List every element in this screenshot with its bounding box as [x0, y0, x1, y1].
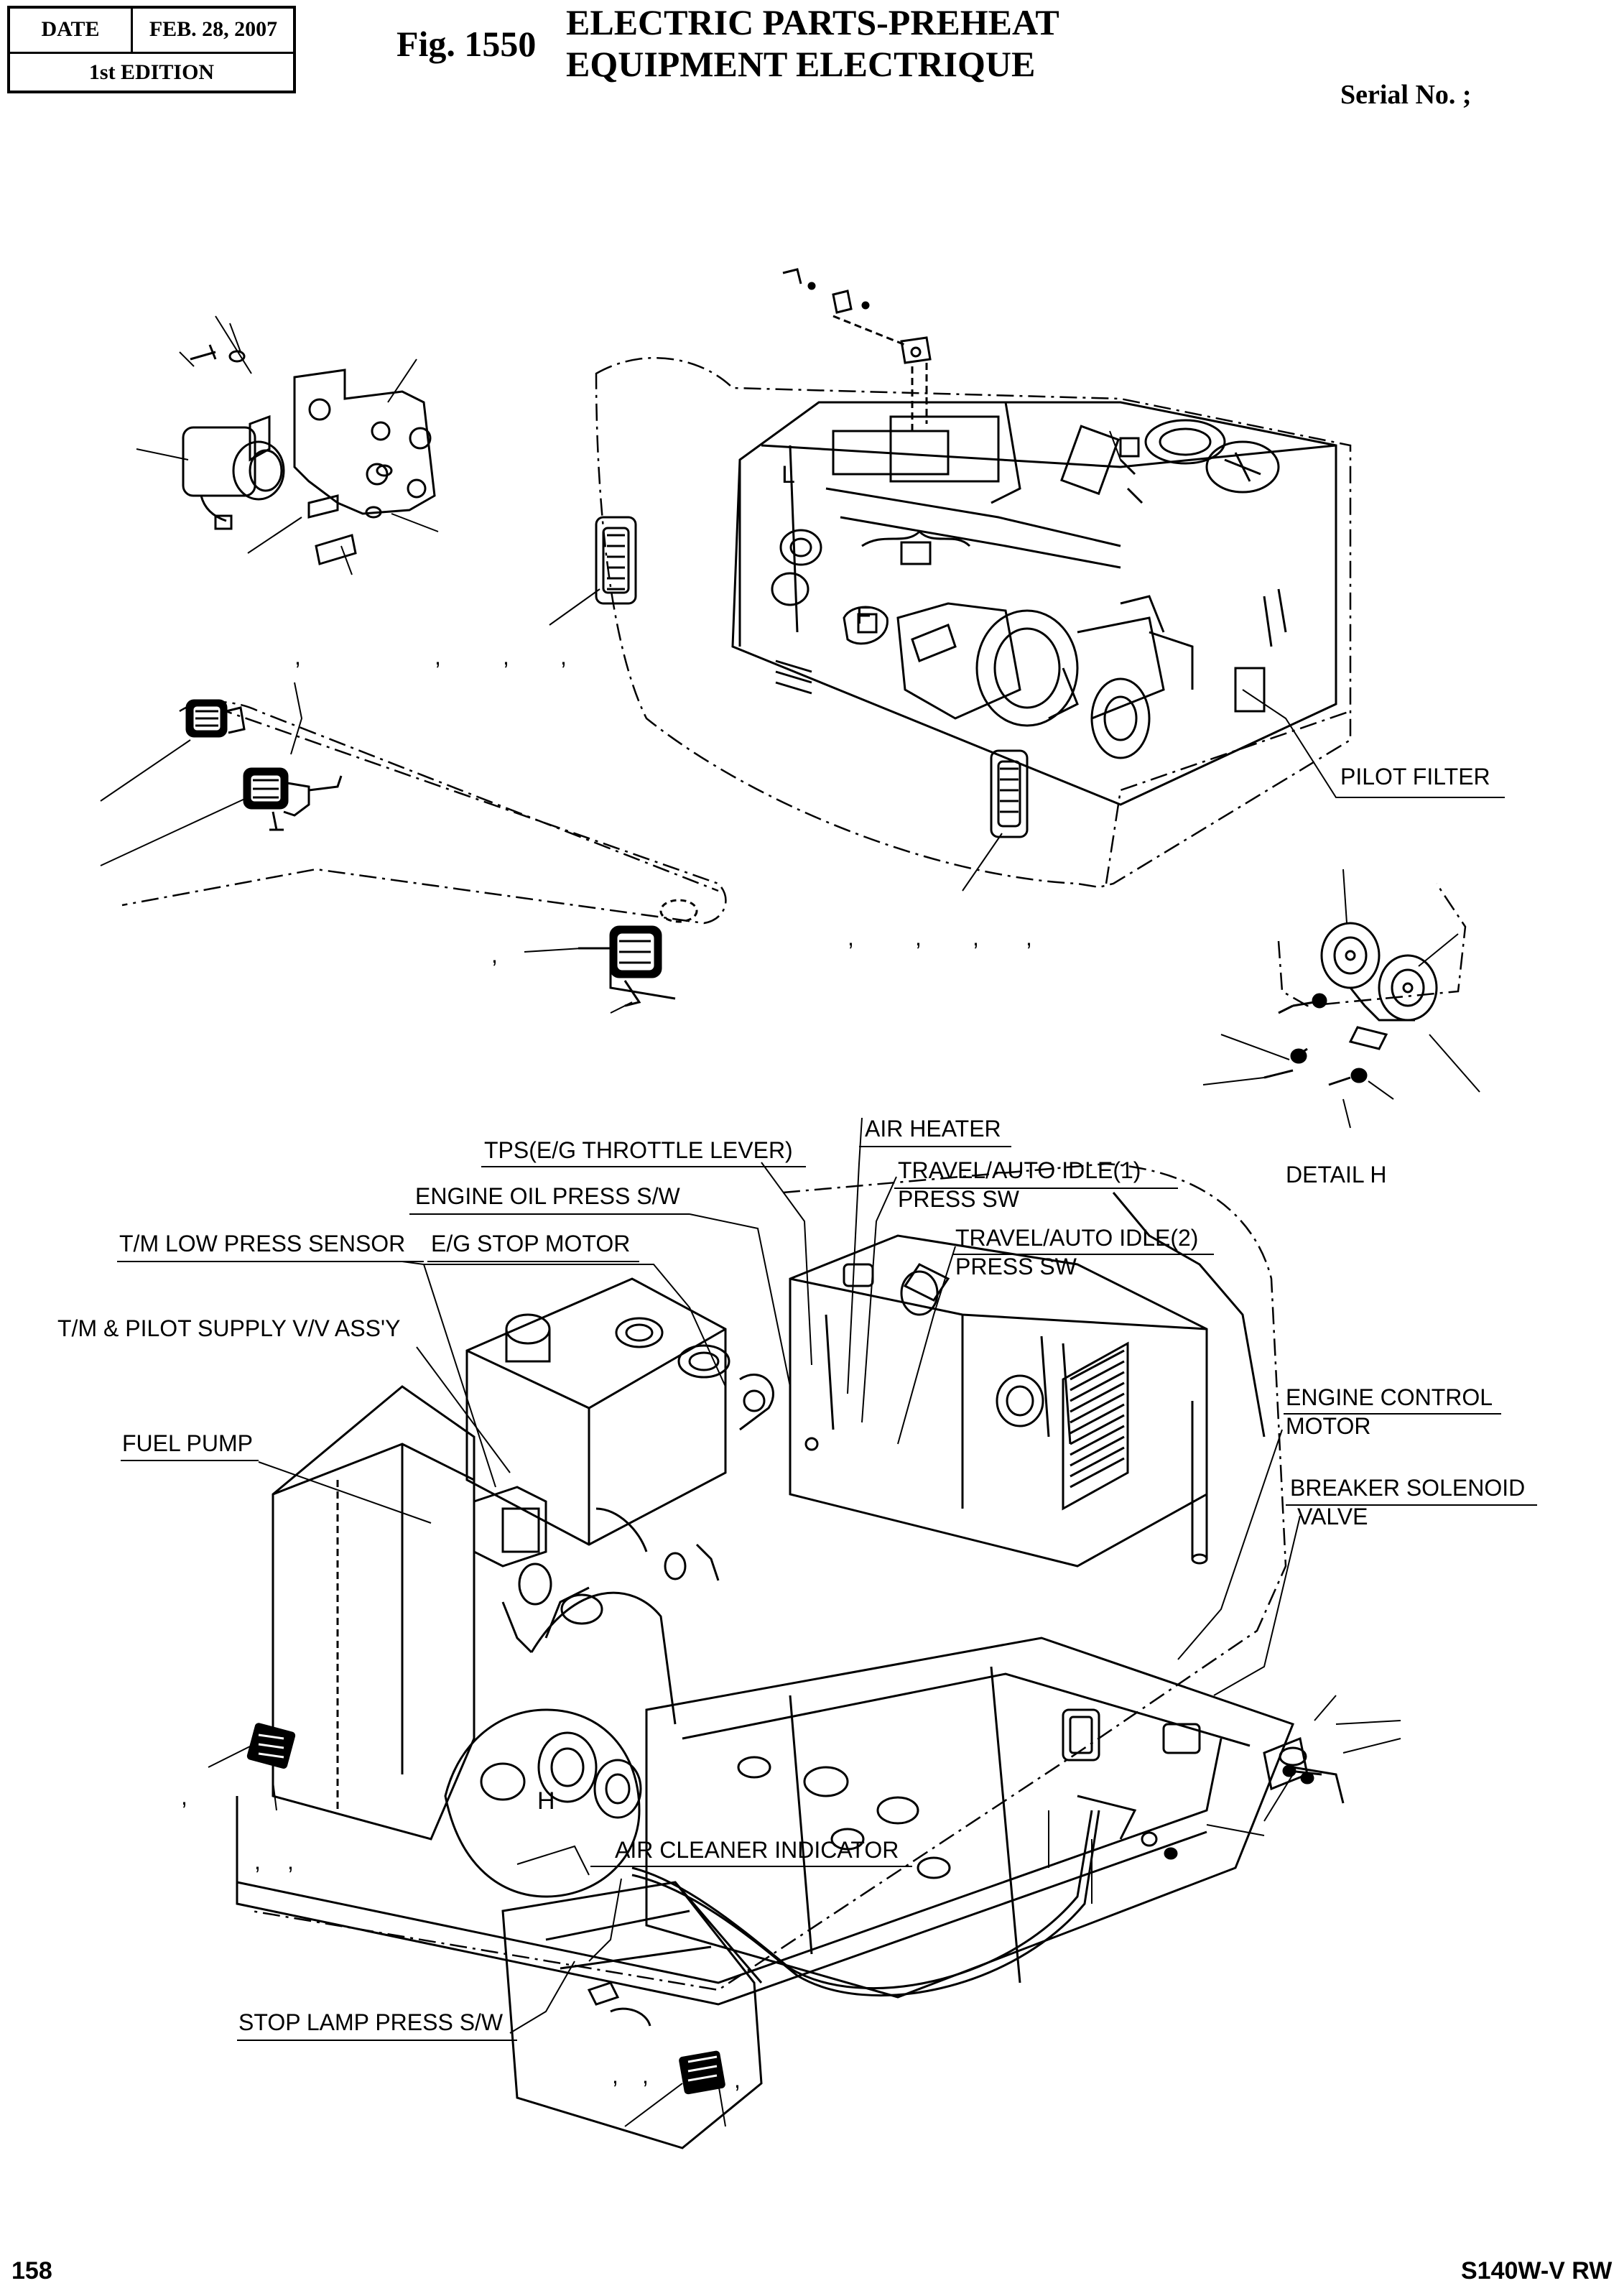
page-number: 158: [11, 2257, 52, 2285]
blank-ref-mark: ,: [1026, 925, 1032, 950]
label-tps-throttle-lever: TPS(E/G THROTTLE LEVER): [484, 1137, 793, 1163]
label-engine-control-motor: MOTOR: [1286, 1413, 1371, 1439]
label-detail-h: DETAIL H: [1286, 1162, 1386, 1188]
engine-upper-assembly: [549, 268, 1505, 892]
date-edition-box: DATE FEB. 28, 2007 1st EDITION: [7, 6, 296, 93]
blank-ref-mark: ,: [287, 1848, 294, 1874]
label-travel-auto-idle-1-press-sw: PRESS SW: [898, 1186, 1020, 1212]
date-label: DATE: [41, 17, 100, 41]
label-travel-auto-idle-2-press-sw: PRESS SW: [955, 1254, 1077, 1279]
figure-number: Fig. 1550: [396, 24, 537, 64]
label-engine-control: ENGINE CONTROL: [1286, 1384, 1493, 1410]
label-air-cleaner-indicator: AIR CLEANER INDICATOR: [615, 1837, 899, 1863]
label-fuel-pump: FUEL PUMP: [122, 1430, 253, 1456]
label-pilot-filter: PILOT FILTER: [1340, 764, 1490, 790]
label-tm-pilot-supply-valve: T/M & PILOT SUPPLY V/V ASS'Y: [57, 1315, 400, 1341]
edition-label: 1st EDITION: [88, 60, 215, 84]
serial-number-label: Serial No. ;: [1340, 80, 1472, 110]
title-english: ELECTRIC PARTS-PREHEAT: [566, 2, 1059, 42]
blank-ref-mark: ,: [491, 942, 498, 968]
header-divider-vertical: [131, 9, 133, 52]
header-divider-horizontal: [10, 52, 293, 54]
label-travel-auto-idle-2: TRAVEL/AUTO IDLE(2): [955, 1225, 1198, 1251]
date-value: FEB. 28, 2007: [149, 17, 278, 41]
work-lamp-boom-assembly: [100, 682, 727, 1014]
label-breaker-solenoid-valve: VALVE: [1297, 1504, 1368, 1529]
blank-ref-mark: ,: [973, 925, 979, 950]
label-stop-lamp-press-sw: STOP LAMP PRESS S/W: [238, 2009, 504, 2035]
title-french: EQUIPMENT ELECTRIQUE: [566, 44, 1036, 84]
label-travel-auto-idle-1: TRAVEL/AUTO IDLE(1): [898, 1157, 1141, 1183]
heater-relay-bracket-assembly: [136, 315, 439, 575]
label-breaker-solenoid: BREAKER SOLENOID: [1290, 1475, 1525, 1501]
blank-ref-mark: ,: [848, 925, 854, 950]
blank-ref-mark: ,: [254, 1848, 261, 1874]
blank-ref-mark: ,: [734, 2067, 741, 2093]
label-engine-oil-press-sw: ENGINE OIL PRESS S/W: [415, 1183, 680, 1209]
blank-ref-mark: ,: [435, 644, 441, 670]
blank-ref-mark: ,: [560, 644, 567, 670]
blank-ref-mark: ,: [612, 2063, 618, 2088]
upper-frame-assembly: [208, 1117, 1401, 2149]
callout-h: H: [537, 1787, 555, 1815]
label-underlines: [117, 797, 1537, 2041]
label-tm-low-press-sensor: T/M LOW PRESS SENSOR: [119, 1231, 405, 1256]
callout-f: F: [856, 602, 871, 629]
detail-h-horn-assembly: [1202, 869, 1480, 1129]
label-eg-stop-motor: E/G STOP MOTOR: [431, 1231, 630, 1256]
blank-ref-mark: ,: [642, 2063, 649, 2088]
blank-ref-mark: ,: [915, 925, 922, 950]
blank-ref-mark: ,: [503, 644, 509, 670]
blank-ref-mark: ,: [181, 1784, 187, 1810]
blank-ref-mark: ,: [294, 644, 301, 670]
callout-l: L: [781, 461, 795, 489]
label-air-heater: AIR HEATER: [865, 1116, 1001, 1142]
model-name: S140W-V RW: [1461, 2257, 1613, 2285]
